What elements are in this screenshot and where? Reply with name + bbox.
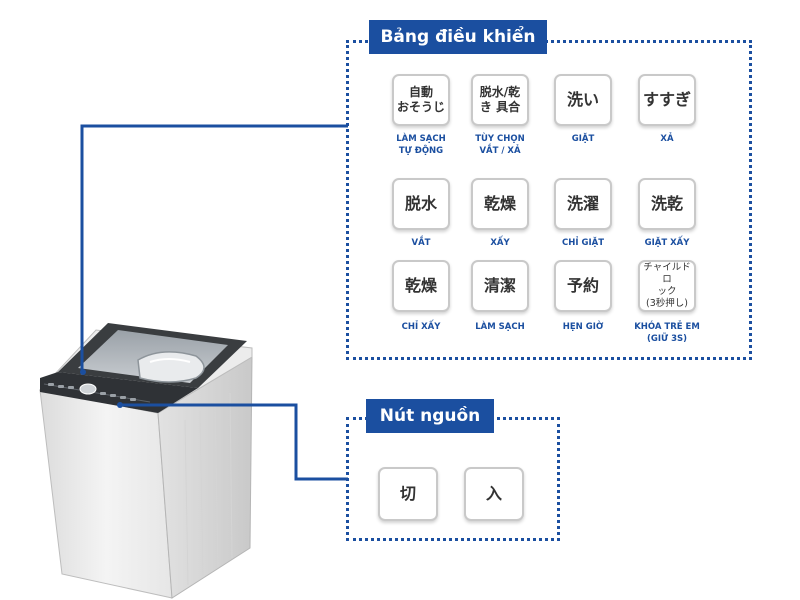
control-button-label: VẮT xyxy=(411,238,431,248)
connector-power-panel xyxy=(120,403,348,481)
control-button-label: GIẶT XẤY xyxy=(644,238,690,248)
control-button-label: LÀM SẠCH xyxy=(475,322,525,332)
control-button-label: CHỈ XẤY xyxy=(401,322,441,332)
machine-front xyxy=(39,389,173,599)
control-button-label: GIẶT xyxy=(571,134,595,144)
power-panel-title: Nút nguồn xyxy=(366,399,494,433)
control-button-key[interactable]: 脱水/乾 き 具合 xyxy=(471,74,529,126)
control-button-label: HẸN GIỜ xyxy=(562,322,604,332)
control-panel-box xyxy=(346,40,752,360)
control-button-key[interactable]: チャイルドロ ック (3秒押し) xyxy=(638,260,696,312)
control-button-key[interactable]: 洗乾 xyxy=(638,178,696,230)
machine-dial xyxy=(79,383,97,395)
control-button-label: TÙY CHỌN VẮT / XẢ xyxy=(475,134,525,157)
control-button-key[interactable]: 自動 おそうじ xyxy=(392,74,450,126)
control-button-label: XẤY xyxy=(490,238,510,248)
machine-control-strip xyxy=(40,372,198,413)
control-button-key[interactable]: 乾燥 xyxy=(392,260,450,312)
control-button-key[interactable]: 予約 xyxy=(554,260,612,312)
power-on-button[interactable]: 入 xyxy=(464,467,524,521)
washing-machine xyxy=(39,323,253,599)
control-button-label: XẢ xyxy=(660,134,674,144)
control-button-key[interactable]: 洗い xyxy=(554,74,612,126)
control-button-key[interactable]: すすぎ xyxy=(638,74,696,126)
control-button-key[interactable]: 乾燥 xyxy=(471,178,529,230)
control-button-label: KHÓA TRẺ EM (GIỮ 3S) xyxy=(634,322,700,345)
power-off-button[interactable]: 切 xyxy=(378,467,438,521)
control-button-key[interactable]: 洗濯 xyxy=(554,178,612,230)
control-button-label: LÀM SẠCH TỰ ĐỘNG xyxy=(396,134,446,157)
control-button-label: CHỈ GIẶT xyxy=(562,238,604,248)
connector-control-panel xyxy=(80,124,348,372)
control-button-key[interactable]: 清潔 xyxy=(471,260,529,312)
control-panel-title: Bảng điều khiển xyxy=(369,20,547,54)
control-button-key[interactable]: 脱水 xyxy=(392,178,450,230)
